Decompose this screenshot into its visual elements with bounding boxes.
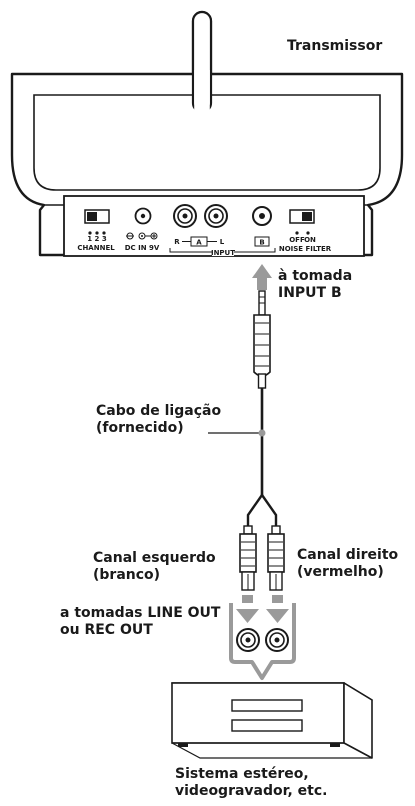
right-channel-line-1: Canal direito — [297, 547, 399, 563]
channel-text: CHANNEL — [77, 244, 115, 252]
right-channel-label: Canal direito (vermelho) — [297, 547, 398, 581]
b-text: B — [259, 239, 264, 247]
l-text: L — [220, 238, 225, 246]
left-channel-line-1: Canal esquerdo — [93, 550, 216, 566]
source-device — [171, 682, 373, 759]
transmitter-label: Transmissor — [287, 38, 383, 54]
line-out-left-jack — [236, 628, 260, 652]
input-text: INPUT — [211, 249, 235, 257]
channel-numbers-text: 1 2 3 — [87, 235, 107, 243]
off-text: OFF — [289, 236, 305, 244]
output-jacks-line-1: a tomadas LINE OUT — [60, 605, 221, 621]
r-text: R — [174, 238, 180, 246]
dc-polarity-icon — [126, 232, 158, 240]
cable-line-1: Cabo de ligação — [96, 403, 222, 419]
output-jacks-label: a tomadas LINE OUT ou REC OUT — [60, 605, 220, 639]
cable — [208, 388, 278, 526]
a-text: A — [196, 239, 202, 247]
input-a-left-jack — [204, 204, 228, 228]
line-out-right-jack — [265, 628, 289, 652]
input-b-arrow — [252, 264, 272, 290]
input-b-jack-line-1: à tomada — [278, 268, 353, 284]
right-channel-line-2: (vermelho) — [297, 564, 384, 580]
rear-panel: 1 2 3 CHANNEL DC IN 9V — [63, 195, 365, 257]
cable-label: Cabo de ligação (fornecido) — [96, 403, 221, 437]
right-rca-plug — [267, 525, 285, 591]
output-jacks-callout — [229, 603, 296, 680]
left-rca-plug — [239, 525, 257, 591]
noise-filter-text: NOISE FILTER — [279, 245, 332, 253]
cable-line-2: (fornecido) — [96, 420, 184, 436]
output-jacks-line-2: ou REC OUT — [60, 622, 153, 638]
input-b-jack — [252, 206, 272, 226]
source-device-line-1: Sistema estéreo, — [175, 766, 309, 782]
input-a-right-jack — [173, 204, 197, 228]
left-channel-label: Canal esquerdo (branco) — [93, 550, 216, 584]
source-device-label: Sistema estéreo, videogravador, etc. — [175, 766, 328, 800]
dc-in-text: DC IN 9V — [125, 244, 160, 252]
input-b-jack-line-2: INPUT B — [278, 285, 342, 301]
on-text: ON — [304, 236, 316, 244]
left-channel-line-2: (branco) — [93, 567, 161, 583]
mini-plug — [253, 290, 271, 389]
input-b-jack-label: à tomada INPUT B — [278, 268, 352, 302]
source-device-line-2: videogravador, etc. — [175, 783, 328, 799]
